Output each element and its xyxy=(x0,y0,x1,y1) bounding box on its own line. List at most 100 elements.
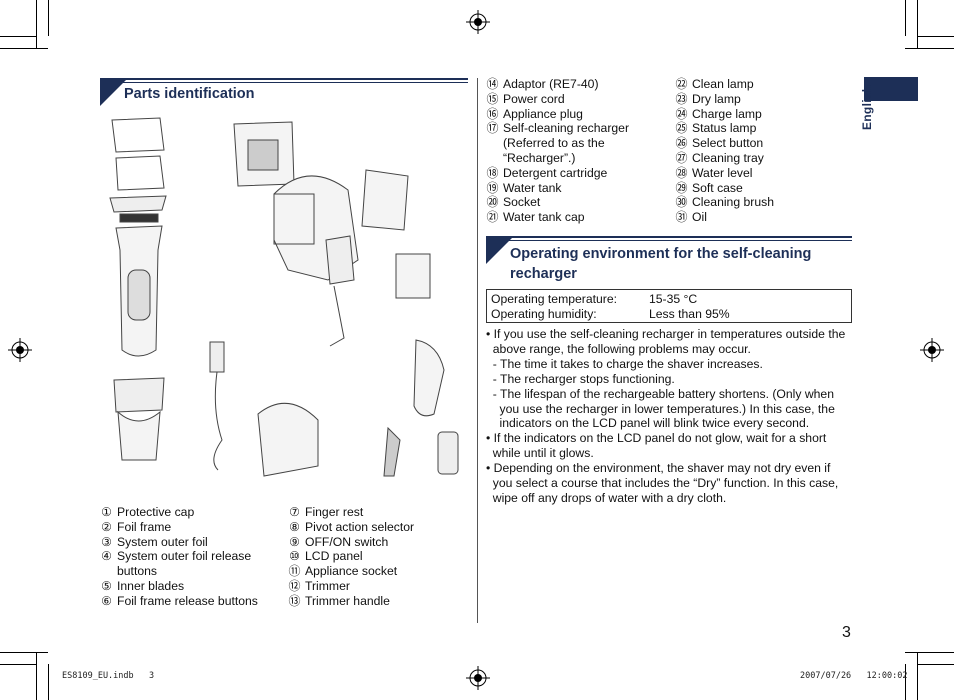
header-rule xyxy=(486,236,852,238)
part-label: Protective cap xyxy=(117,505,195,519)
part-number: ⑤ xyxy=(101,579,112,593)
crop-mark xyxy=(48,0,49,36)
part-label: (Referred to as the xyxy=(503,136,605,151)
env-note-line: • If you use the self-cleaning recharger… xyxy=(486,327,846,341)
part-number: ㉗ xyxy=(675,151,688,165)
crop-mark xyxy=(0,48,48,49)
crop-mark xyxy=(48,664,49,700)
parts-illustration xyxy=(109,117,459,477)
part-number: ⑦ xyxy=(289,505,300,519)
env-note-line: - The recharger stops functioning. xyxy=(486,371,675,386)
part-item: ⑫ Trimmer xyxy=(288,579,350,594)
part-item: ⑳ Socket xyxy=(486,195,540,210)
part-item: ⑯ Appliance plug xyxy=(486,106,583,122)
temp-value: 15-35 °C xyxy=(649,292,698,306)
part-number: ㉒ xyxy=(675,77,688,91)
part-label: Trimmer xyxy=(305,579,350,593)
footer-file-slug: ES8109_EU.indb 3 xyxy=(62,671,155,681)
part-number: ㉑ xyxy=(486,210,499,225)
page-number: 3 xyxy=(842,624,851,641)
part-label: Adaptor (RE7-40) xyxy=(503,77,599,91)
inner-blades-drawing xyxy=(119,213,159,223)
registration-mark xyxy=(8,338,32,362)
water-tank-drawing xyxy=(361,169,409,231)
header-rule xyxy=(486,240,852,241)
humidity-value: Less than 95% xyxy=(649,307,730,321)
part-number: ⑪ xyxy=(288,564,301,579)
part-number: ⑩ xyxy=(289,549,300,564)
env-note-line: above range, the following problems may … xyxy=(486,341,751,356)
crop-mark xyxy=(36,0,37,48)
part-number: ⑳ xyxy=(486,195,499,210)
env-note-line: you use the recharger in lower temperatu… xyxy=(486,401,835,416)
part-number: ⑮ xyxy=(486,91,499,106)
part-number: ② xyxy=(101,519,112,534)
part-label: Socket xyxy=(503,195,541,210)
part-number: ④ xyxy=(101,549,112,564)
env-note-line: wipe off any drops of water with a dry c… xyxy=(486,490,727,505)
part-number: ⑭ xyxy=(486,77,499,91)
crop-mark xyxy=(0,664,36,665)
part-number: ③ xyxy=(101,534,112,549)
env-note-line: - The lifespan of the rechargeable batte… xyxy=(486,386,834,401)
env-section-title-line2: recharger xyxy=(510,266,577,282)
soft-case-drawing xyxy=(413,339,445,417)
cleaning-brush-drawing xyxy=(383,426,401,477)
part-item: ㉔ Charge lamp xyxy=(675,106,762,122)
crop-mark xyxy=(0,36,36,37)
part-item: ㉒ Clean lamp xyxy=(675,77,754,92)
column-divider xyxy=(477,78,478,623)
parts-section-header: Parts identification xyxy=(100,78,468,108)
header-rule xyxy=(100,82,468,83)
header-rule xyxy=(100,78,468,80)
part-label: Charge lamp xyxy=(692,106,762,121)
part-label: Dry lamp xyxy=(692,91,741,106)
part-label: Power cord xyxy=(503,91,565,106)
lcd-panel-drawing xyxy=(127,269,151,321)
part-number: ㉔ xyxy=(675,106,688,121)
env-note-line: - The time it takes to charge the shaver… xyxy=(486,356,763,371)
crop-mark xyxy=(917,664,954,665)
oil-drawing xyxy=(437,431,459,475)
part-label: OFF/ON switch xyxy=(305,534,389,549)
power-cord-drawing xyxy=(213,371,223,471)
language-tab-label: English xyxy=(860,84,874,130)
registration-mark xyxy=(466,10,490,34)
part-label: System outer foil release xyxy=(117,549,252,564)
crop-mark xyxy=(917,652,918,700)
foil-frame-drawing xyxy=(115,155,165,191)
part-number: ⑯ xyxy=(486,106,499,121)
crop-mark xyxy=(905,48,954,49)
part-label: Oil xyxy=(692,210,707,225)
crop-mark xyxy=(0,652,48,653)
part-item: ⑪ Appliance socket xyxy=(288,564,397,579)
part-label: Water level xyxy=(692,165,753,180)
part-number: ㉖ xyxy=(675,136,688,151)
part-number: ㉕ xyxy=(675,121,688,136)
part-label: Appliance socket xyxy=(305,564,398,579)
env-table: Operating temperature: 15-35 °C Operatin… xyxy=(486,289,852,323)
part-label: Clean lamp xyxy=(692,77,754,91)
part-label: Appliance plug xyxy=(503,106,583,121)
part-label: Foil frame xyxy=(117,519,172,534)
registration-mark xyxy=(466,666,490,690)
part-number: ⑫ xyxy=(288,579,301,593)
part-label: Soft case xyxy=(692,180,743,195)
part-item: ⑭ Adaptor (RE7-40) xyxy=(486,77,599,92)
recharger-base-drawing xyxy=(257,402,319,477)
crop-mark xyxy=(905,0,906,36)
part-number: ⑰ xyxy=(486,121,499,136)
header-triangle xyxy=(486,236,514,264)
part-label: Water tank cap xyxy=(503,210,585,225)
part-label: Trimmer handle xyxy=(305,593,390,608)
